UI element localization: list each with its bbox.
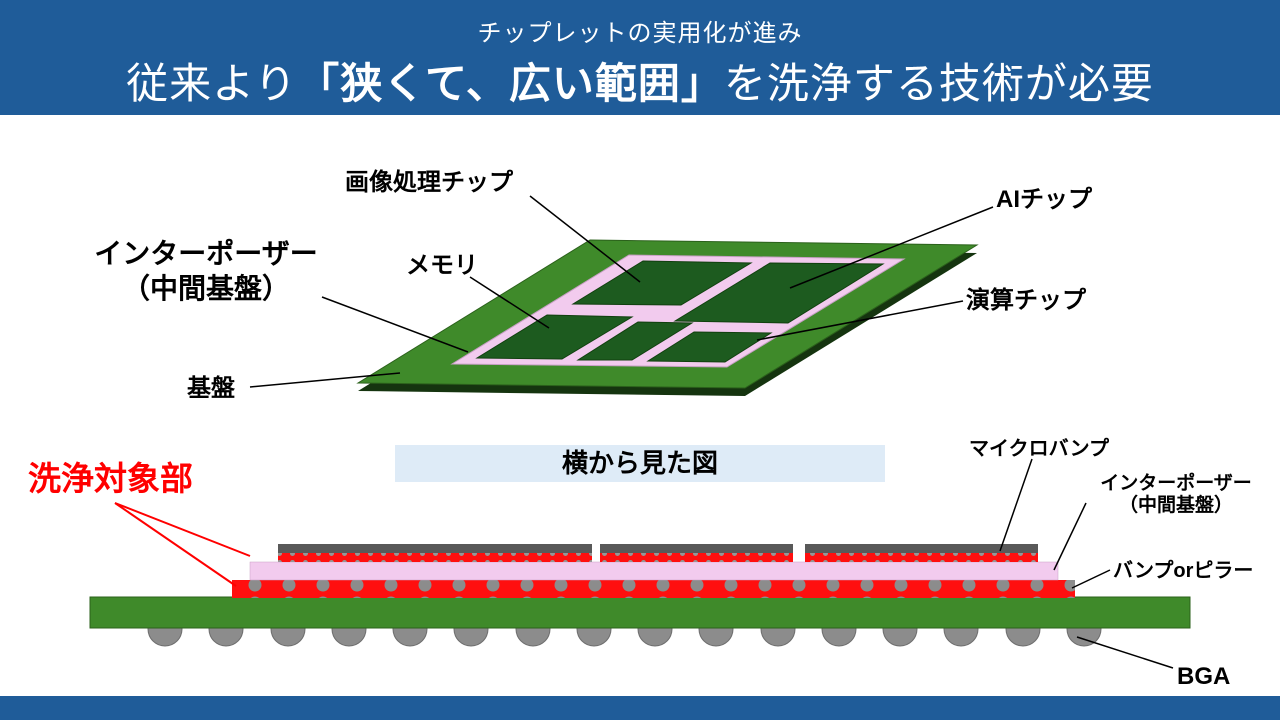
leader-compute-chip	[756, 300, 964, 341]
label-cleaning-target: 洗浄対象部	[28, 460, 193, 497]
leader-memory	[469, 276, 550, 329]
cross-microbump-strip-1	[278, 553, 592, 562]
iso-small-chip	[576, 321, 694, 361]
leader-ai-chip	[789, 206, 994, 289]
title-suffix: を洗浄する技術が必要	[723, 60, 1154, 107]
cross-microbump-strip-3	[805, 553, 1038, 562]
label-image-processing-chip: 画像処理チップ	[345, 169, 513, 196]
cleaning-line-lower	[114, 502, 237, 587]
label-ai-chip: AIチップ	[996, 186, 1092, 213]
leader-micro-bump	[999, 458, 1033, 552]
footer-bar	[0, 696, 1280, 720]
label-bump-or-pillar: バンプorピラー	[1113, 560, 1254, 582]
cross-chip-1	[278, 544, 592, 553]
side-view-title-box: 横から見た図	[395, 445, 885, 482]
iso-compute-chip	[646, 331, 773, 363]
cross-bump-pillar-layer	[232, 580, 1075, 598]
iso-memory-chip	[475, 314, 634, 360]
iso-leader-lines	[249, 195, 994, 388]
label-interposer-line1: インターポーザー	[94, 238, 318, 269]
leader-image-chip	[529, 195, 641, 283]
label-bga: BGA	[1177, 663, 1231, 690]
label-micro-bump: マイクロバンプ	[969, 438, 1109, 460]
leader-interposer	[321, 296, 469, 353]
label-substrate: 基盤	[187, 375, 235, 402]
side-leader-lines	[999, 458, 1174, 669]
label-memory: メモリ	[406, 252, 478, 279]
label-interposer-side-line1: インターポーザー	[1100, 473, 1252, 494]
label-interposer-line2: （中間基盤）	[121, 273, 290, 304]
leader-bump-or-pillar	[1071, 569, 1111, 589]
cross-chip-2	[600, 544, 793, 553]
header-subtitle: チップレットの実用化が進み	[477, 20, 803, 47]
label-interposer: インターポーザー （中間基盤）	[78, 236, 334, 306]
header-title: 従来より「狭くて、広い範囲」を洗浄する技術が必要	[0, 50, 1280, 111]
cross-microbump-strip-2	[600, 553, 793, 562]
title-emphasis: 「狭くて、広い範囲」	[297, 60, 724, 107]
cross-substrate-board	[89, 596, 1191, 629]
label-compute-chip: 演算チップ	[966, 287, 1086, 314]
leader-interposer-side	[1053, 502, 1087, 571]
cross-interposer	[249, 561, 1059, 581]
leader-bga	[1076, 636, 1174, 669]
iso-image-processing-chip	[571, 260, 753, 306]
header-banner: チップレットの実用化が進み 従来より「狭くて、広い範囲」を洗浄する技術が必要	[0, 0, 1280, 115]
iso-ai-chip	[673, 262, 885, 324]
label-interposer-side: インターポーザー （中間基盤）	[1088, 473, 1264, 517]
cleaning-line-upper	[114, 502, 251, 557]
title-prefix: 従来より	[126, 60, 298, 107]
cleaning-target-lines	[114, 502, 251, 587]
leader-substrate	[249, 372, 401, 388]
label-interposer-side-line2: （中間基盤）	[1118, 495, 1233, 516]
cross-chip-3	[805, 544, 1038, 553]
